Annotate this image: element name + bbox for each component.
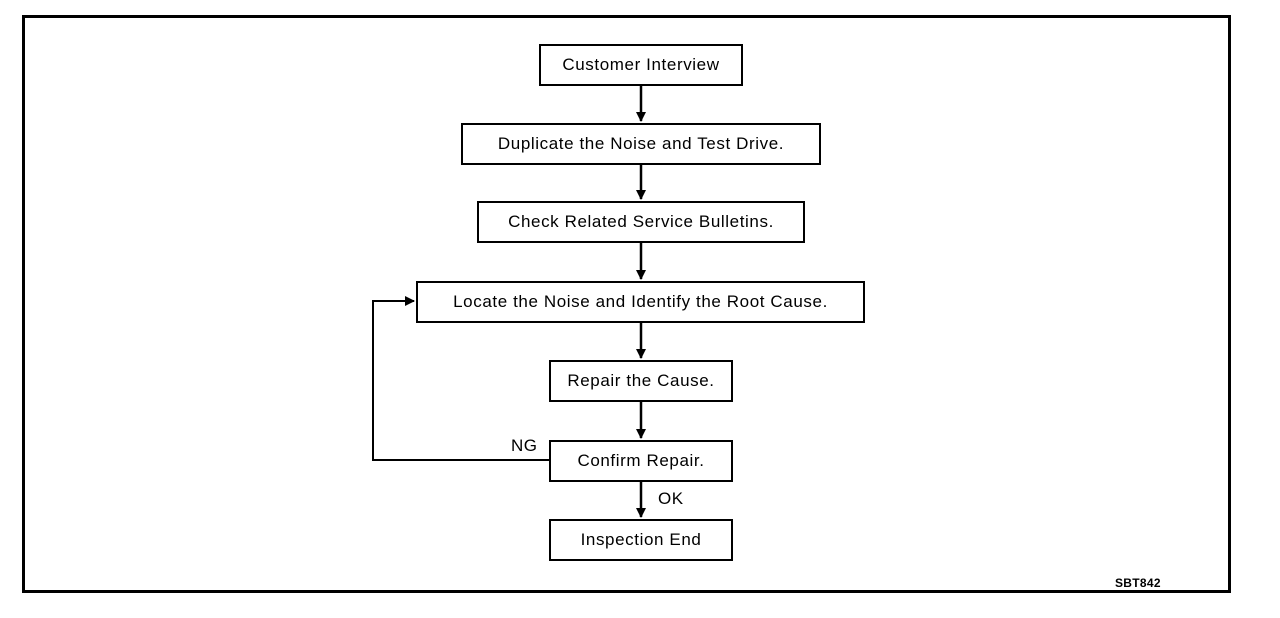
ok-label: OK (658, 489, 684, 508)
step-customer-interview: Customer Interview (539, 44, 743, 86)
ng-label: NG (511, 436, 538, 455)
step-confirm-repair: Confirm Repair. (549, 440, 733, 482)
diagram-frame (22, 15, 1231, 593)
step-repair-cause: Repair the Cause. (549, 360, 733, 402)
figure-code: SBT842 (1115, 576, 1161, 590)
step-locate-noise: Locate the Noise and Identify the Root C… (416, 281, 865, 323)
step-check-bulletins: Check Related Service Bulletins. (477, 201, 805, 243)
step-inspection-end: Inspection End (549, 519, 733, 561)
step-duplicate-noise: Duplicate the Noise and Test Drive. (461, 123, 821, 165)
arrow-ng-loop (372, 296, 549, 461)
